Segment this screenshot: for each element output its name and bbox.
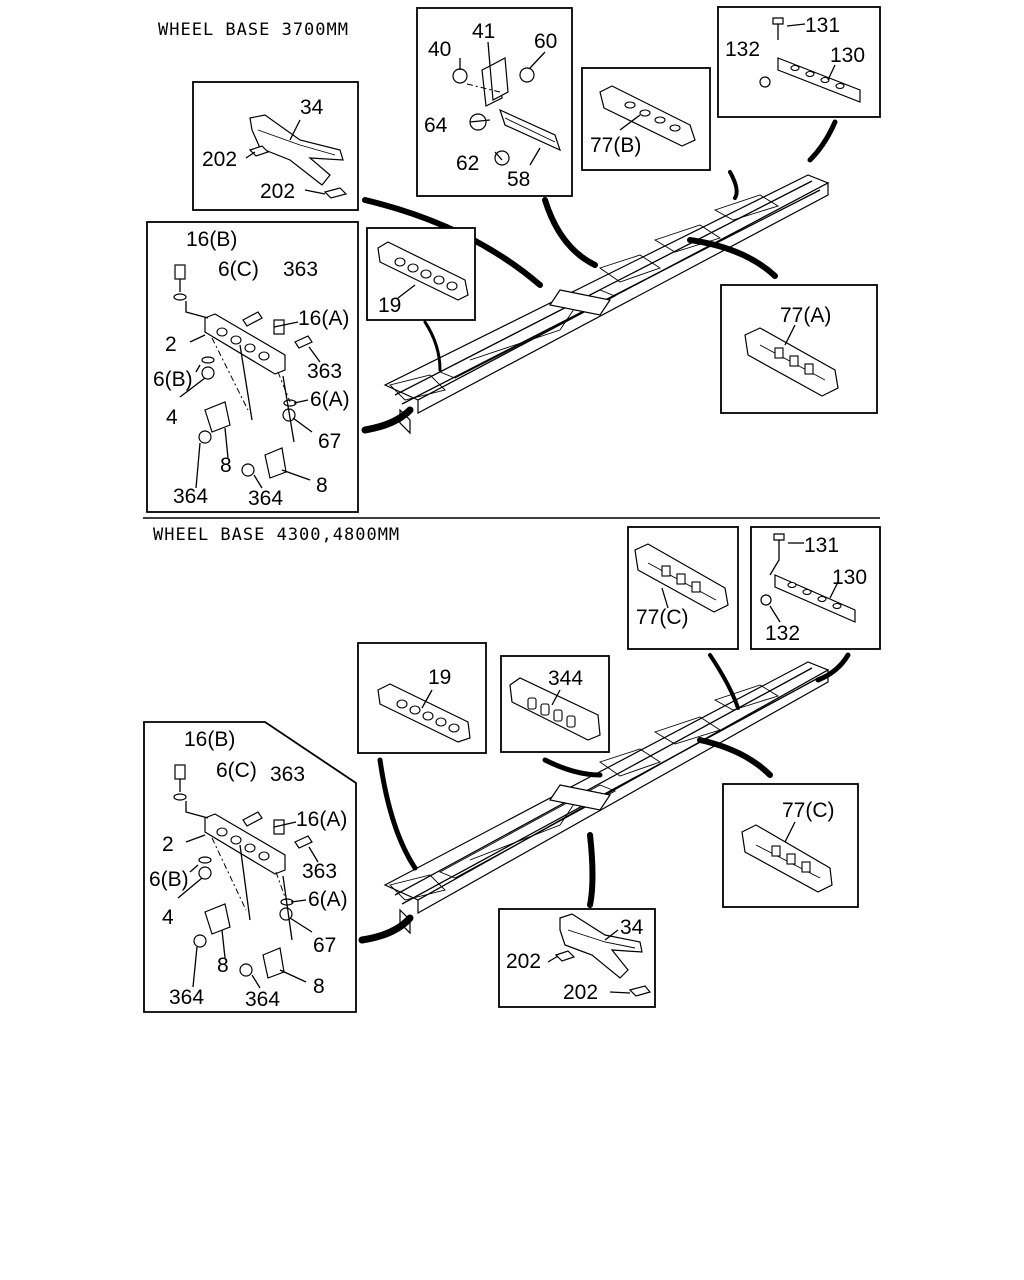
connector-arc <box>815 652 851 683</box>
part-label: 8 <box>217 954 229 977</box>
part-label: 130 <box>832 566 867 589</box>
part-label: 8 <box>316 474 328 497</box>
part-label: 77(B) <box>590 134 641 157</box>
part-label: 202 <box>202 148 237 171</box>
part-label: 131 <box>805 14 840 37</box>
callout-box-rear-bar: 131 132 130 <box>717 6 881 118</box>
connector-arc <box>587 832 596 908</box>
part-label: 364 <box>248 487 283 510</box>
part-label: 8 <box>313 975 325 998</box>
part-label: 6(A) <box>310 388 350 411</box>
callout-box-member-19: 19 <box>357 642 487 754</box>
connector-arc <box>697 737 773 778</box>
part-label: 4 <box>166 406 178 429</box>
part-label: 344 <box>548 667 583 690</box>
part-label: 77(A) <box>780 304 831 327</box>
connector-arc <box>542 197 598 268</box>
section-title: WHEEL BASE 4300,4800MM <box>153 525 400 545</box>
part-label: 363 <box>270 763 305 786</box>
connector-arc <box>423 320 442 372</box>
part-label: 34 <box>620 916 644 939</box>
part-label: 16(B) <box>184 728 235 751</box>
part-label: 131 <box>804 534 839 557</box>
part-label: 6(A) <box>308 888 348 911</box>
part-label: 363 <box>302 860 337 883</box>
part-label: 364 <box>173 485 208 508</box>
part-label: 16(B) <box>186 228 237 251</box>
part-label: 130 <box>830 44 865 67</box>
part-label: 60 <box>534 30 557 53</box>
connector-arc <box>358 914 414 944</box>
part-label: 77(C) <box>782 799 835 822</box>
section-wheel-base-4300-4800: WHEEL BASE 4300,4800MM <box>143 525 881 1013</box>
connector-arc <box>361 406 414 434</box>
callout-box-member-19: 19 <box>366 227 476 321</box>
callout-box-member-77a: 77(A) <box>720 284 878 414</box>
part-label: 64 <box>424 114 448 137</box>
part-label: 4 <box>162 906 174 929</box>
callout-box-crossmember-34: 34 202 202 <box>498 908 656 1008</box>
part-label: 16(A) <box>296 808 347 831</box>
part-label: 2 <box>165 333 177 356</box>
connector-arc <box>542 757 603 778</box>
part-label: 8 <box>220 454 232 477</box>
connector-arc <box>377 757 418 871</box>
part-label: 19 <box>428 666 451 689</box>
callout-box-member-77c-right: 77(C) <box>722 783 859 908</box>
ladder-frame <box>383 661 830 935</box>
connector-arc <box>687 237 778 279</box>
part-label: 6(C) <box>216 759 257 782</box>
part-label: 62 <box>456 152 479 175</box>
part-label: 202 <box>506 950 541 973</box>
connector-arc <box>728 170 739 200</box>
callout-box-front-assembly: 16(B) 6(C) 363 16(A) 2 363 6(B) 6(A) 4 6… <box>146 221 359 513</box>
part-label: 34 <box>300 96 324 119</box>
part-label: 6(C) <box>218 258 259 281</box>
section-wheel-base-3700: WHEEL BASE 3700MM <box>146 6 881 513</box>
part-label: 16(A) <box>298 307 349 330</box>
callout-box-member-344: 344 <box>500 655 610 753</box>
ladder-frame <box>383 174 830 435</box>
part-label: 6(B) <box>153 368 193 391</box>
part-label: 67 <box>313 934 336 957</box>
part-label: 41 <box>472 20 495 43</box>
part-label: 2 <box>162 833 174 856</box>
callout-box-member-77b: 77(B) <box>581 67 711 171</box>
section-title: WHEEL BASE 3700MM <box>158 20 349 40</box>
part-label: 58 <box>507 168 530 191</box>
callout-box-member-77c-top: 77(C) <box>627 526 739 650</box>
part-label: 132 <box>765 622 800 645</box>
part-label: 67 <box>318 430 341 453</box>
part-label: 77(C) <box>636 606 689 629</box>
part-label: 132 <box>725 38 760 61</box>
part-label: 363 <box>307 360 342 383</box>
callout-box-crossmember-34: 34 202 202 <box>192 81 359 211</box>
callout-box-rear-bar: 131 130 132 <box>750 526 881 650</box>
connector-arc <box>708 653 740 710</box>
connector-arc <box>807 119 838 163</box>
part-label: 364 <box>245 988 280 1011</box>
part-label: 19 <box>378 294 401 317</box>
callout-box-bracket-group: 40 41 60 64 62 58 <box>416 7 573 197</box>
callout-box-front-assembly: 16(B) 6(C) 363 16(A) 2 363 6(B) 6(A) 4 6… <box>143 721 357 1013</box>
part-label: 40 <box>428 38 451 61</box>
part-label: 202 <box>563 981 598 1004</box>
part-label: 202 <box>260 180 295 203</box>
part-label: 364 <box>169 986 204 1009</box>
part-label: 363 <box>283 258 318 281</box>
part-label: 6(B) <box>149 868 189 891</box>
